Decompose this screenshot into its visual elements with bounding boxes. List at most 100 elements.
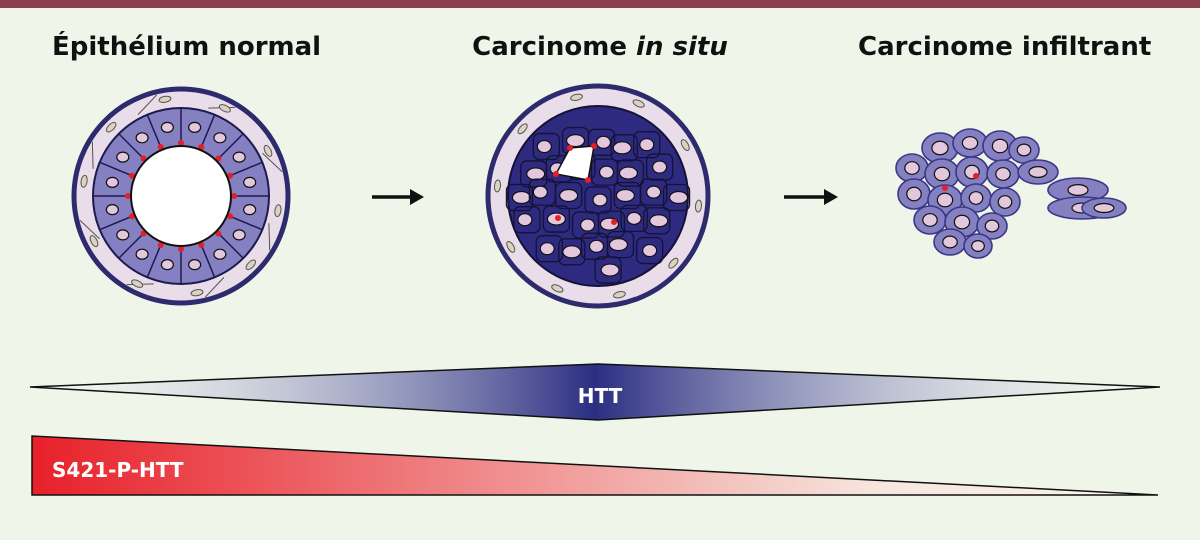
cell-cluster-infiltrant <box>895 128 1127 259</box>
cell-border <box>200 243 216 278</box>
stage-title-insitu-text: Carcinome <box>472 32 637 62</box>
stroma-nucleus <box>89 235 99 248</box>
stroma-nucleus <box>493 179 502 193</box>
cell-nucleus <box>213 132 227 144</box>
cell-border <box>200 114 216 149</box>
cell-nucleus <box>511 190 532 205</box>
cell-nucleus <box>160 121 174 133</box>
stroma-fibre <box>268 223 271 251</box>
stroma-fibre <box>204 277 225 298</box>
stage-title-normal-text: Épithélium normal <box>52 32 322 62</box>
stroma-nucleus <box>517 123 528 135</box>
cell-nucleus <box>968 191 984 205</box>
cell-nucleus <box>615 188 635 203</box>
cell-nucleus <box>642 243 658 258</box>
stroma-nucleus <box>680 139 690 151</box>
stage-title-insitu: Carcinome in situ <box>470 32 730 62</box>
stroma-fibre <box>137 94 158 115</box>
stage-title-infiltrant-text: Carcinome infiltrant <box>858 32 1152 62</box>
phospho-htt-dot <box>157 144 164 151</box>
phospho-htt-dot <box>178 246 184 252</box>
cell-border <box>610 134 638 162</box>
cell-border <box>99 215 134 231</box>
cell-nucleus <box>618 166 639 180</box>
cell-nucleus <box>536 139 552 154</box>
cell-nucleus <box>539 242 555 256</box>
cell-nucleus <box>600 263 620 277</box>
cell-nucleus <box>984 219 1000 233</box>
cell-nucleus <box>135 132 149 144</box>
cell-border <box>146 243 162 278</box>
cell-border <box>217 133 244 160</box>
duct-lumen <box>130 145 232 247</box>
stroma-nucleus <box>263 144 273 157</box>
cell-border <box>542 205 571 233</box>
cell-nucleus <box>961 136 979 150</box>
cell-nucleus <box>243 176 257 188</box>
cell-nucleus <box>931 140 949 156</box>
arrow-right-icon <box>784 189 838 205</box>
stroma-nucleus <box>80 174 88 188</box>
cell-border <box>505 183 534 212</box>
stroma-fibre <box>79 219 100 240</box>
cell-border <box>662 183 691 212</box>
cell-nucleus <box>953 214 971 230</box>
cell-border <box>228 161 263 177</box>
p-htt-label: S421-P-HTT <box>52 458 184 482</box>
cell-nucleus <box>1016 143 1032 157</box>
cell-border <box>513 206 541 234</box>
cell-nucleus <box>991 138 1009 154</box>
cell-nucleus <box>559 188 579 203</box>
stage-title-insitu-emphasis: in situ <box>636 32 728 62</box>
cell-nucleus <box>668 190 689 205</box>
cell-nucleus <box>579 218 596 232</box>
cell-nucleus <box>116 151 130 163</box>
stroma-nucleus <box>218 104 231 113</box>
cell-nucleus <box>116 229 130 241</box>
phospho-htt-dot <box>178 140 184 146</box>
cell-border <box>146 114 162 149</box>
cell-nucleus <box>588 239 605 253</box>
top-accent-bar <box>0 0 1200 8</box>
phospho-htt-dot <box>973 173 979 179</box>
phospho-htt-dot <box>611 219 617 225</box>
cell-nucleus <box>1067 184 1089 197</box>
cell-nucleus <box>135 248 149 260</box>
cell-nucleus <box>997 195 1013 209</box>
phospho-htt-dot <box>591 143 597 149</box>
phospho-htt-dot <box>129 213 136 220</box>
cell-border <box>584 186 612 214</box>
cell-nucleus <box>213 248 227 260</box>
cell-nucleus <box>562 245 582 259</box>
phospho-htt-dot <box>198 144 205 151</box>
cell-border <box>620 204 648 233</box>
cell-border <box>558 238 586 266</box>
cell-nucleus <box>188 259 202 271</box>
cell-nucleus <box>936 192 954 208</box>
phospho-htt-dot <box>555 215 561 221</box>
cell-border <box>636 236 664 265</box>
cell-nucleus <box>626 211 642 225</box>
stroma-fibre <box>91 141 94 169</box>
cell-nucleus <box>922 213 938 227</box>
stroma-nucleus <box>632 99 645 108</box>
cell-border <box>645 153 674 181</box>
stroma-nucleus <box>245 259 257 271</box>
cell-nucleus <box>649 214 669 228</box>
stroma-nucleus <box>570 93 583 102</box>
cell-nucleus <box>906 186 922 202</box>
cell-nucleus <box>995 167 1011 181</box>
stroma-nucleus <box>506 241 516 253</box>
stroma-nucleus <box>694 199 703 213</box>
duct-normal <box>71 86 291 306</box>
cell-nucleus <box>639 138 655 152</box>
phospho-htt-dot <box>553 171 559 177</box>
phospho-htt-dot <box>942 185 948 191</box>
cell-nucleus <box>243 204 257 216</box>
cell-border <box>643 207 671 235</box>
stroma-nucleus <box>105 121 117 133</box>
cell-border <box>587 128 616 156</box>
phospho-htt-dot <box>226 172 233 179</box>
phospho-htt-dot <box>125 193 131 199</box>
